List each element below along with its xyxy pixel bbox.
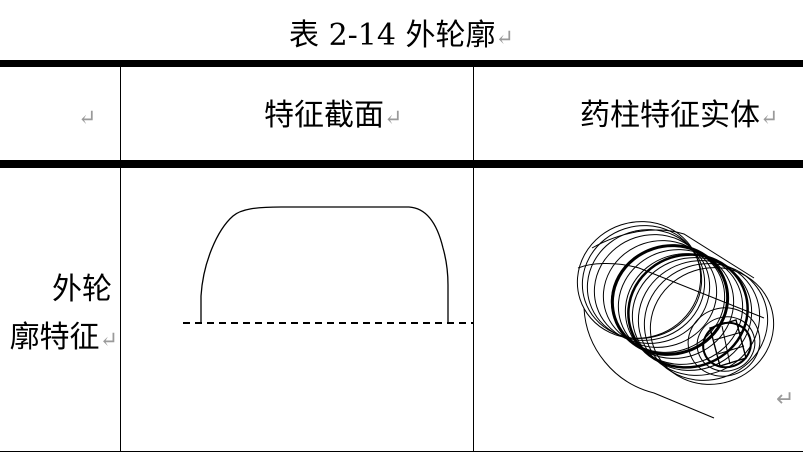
paragraph-mark-icon: ↵ — [776, 387, 794, 412]
caption-text: 表 2-14 外轮廓 — [289, 18, 496, 53]
header-cell-section: 特征截面↵ — [264, 94, 402, 141]
section-profile-figure — [183, 206, 473, 324]
table-caption: 表 2-14 外轮廓↵ — [0, 14, 803, 61]
paragraph-mark-icon: ↵ — [78, 106, 97, 131]
paragraph-mark-icon: ↵ — [760, 106, 779, 131]
paragraph-mark-icon: ↵ — [495, 26, 514, 51]
paragraph-mark-icon: ↵ — [99, 328, 118, 353]
table-top-rule — [0, 60, 803, 67]
header-cell-solid: 药柱特征实体↵ — [580, 94, 778, 141]
body-divider-1 — [120, 168, 121, 452]
header-label-solid: 药柱特征实体 — [580, 98, 760, 133]
row-label-line-2-text: 廓特征 — [9, 320, 100, 355]
table-bottom-rule — [0, 451, 803, 452]
grain-solid-figure: ↵ — [576, 221, 794, 419]
row-label: 外轮 廓特征↵ — [0, 266, 118, 365]
body-divider-2 — [473, 168, 474, 452]
header-cell-empty: ↵ — [78, 94, 96, 141]
profile-outline — [200, 206, 449, 323]
row-label-line-2: 廓特征↵ — [0, 314, 118, 365]
header-divider-1 — [120, 67, 121, 160]
header-divider-2 — [473, 67, 474, 160]
paragraph-mark-icon: ↵ — [384, 106, 403, 131]
header-label-section: 特征截面 — [264, 98, 384, 133]
header-bottom-rule — [0, 160, 803, 168]
row-label-line-1: 外轮 — [52, 272, 112, 307]
